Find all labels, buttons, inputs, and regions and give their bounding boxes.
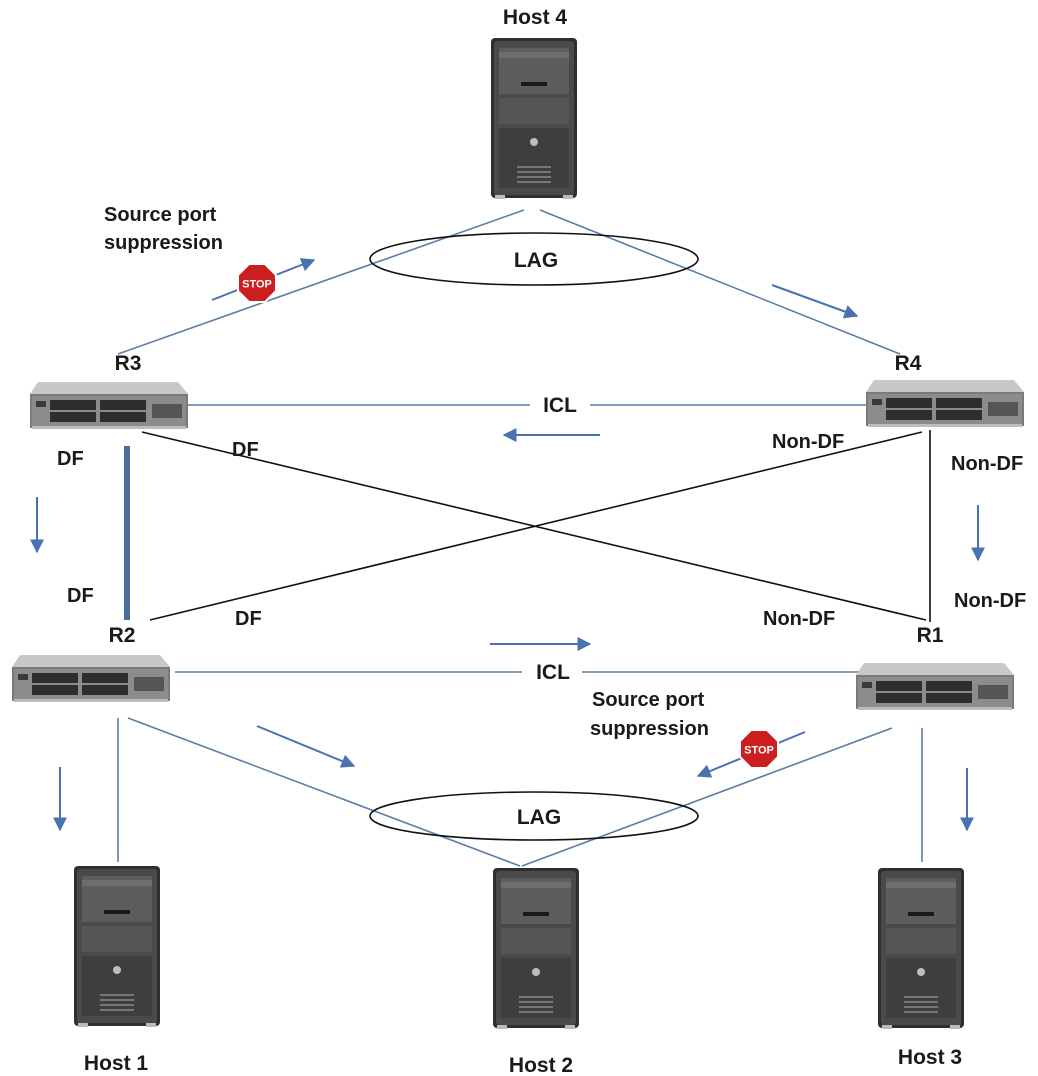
link-r2-host2: [127, 717, 521, 867]
link-host4-r4: [539, 209, 901, 355]
lag-top-label: LAG: [514, 249, 558, 272]
r3-label: R3: [115, 352, 142, 375]
host3-label: Host 3: [898, 1046, 962, 1069]
arrow-host4-to-r4: [771, 284, 859, 319]
r2-label: R2: [109, 624, 136, 647]
lag-top-ellipse: [369, 232, 699, 286]
svg-text:STOP: STOP: [242, 279, 272, 291]
host4-server-icon: [491, 38, 577, 199]
r2-switch-icon: [12, 655, 170, 702]
role-df-r2-left: DF: [67, 585, 94, 607]
role-nondf-r1-right: Non-DF: [954, 590, 1026, 612]
link-r4-r2: [149, 431, 923, 621]
role-nondf-r1-cross: Non-DF: [763, 608, 835, 630]
lag-bottom-ellipse: [369, 791, 699, 841]
host1-label: Host 1: [84, 1052, 149, 1075]
icl-bottom-label: ICL: [536, 661, 570, 684]
role-nondf-r4-cross: Non-DF: [772, 431, 844, 453]
suppression-bottom-line2: suppression: [590, 718, 709, 740]
role-df-r3-left: DF: [57, 448, 84, 470]
svg-text:STOP: STOP: [744, 745, 774, 757]
suppression-bottom-line1: Source port: [592, 689, 705, 711]
icl-top-label: ICL: [543, 394, 577, 417]
r4-label: R4: [895, 352, 922, 375]
links: [117, 209, 931, 867]
r4-switch-icon: [866, 380, 1024, 427]
lag-bottom-label: LAG: [517, 806, 561, 829]
suppression-top-line1: Source port: [104, 204, 217, 226]
r1-label: R1: [917, 624, 944, 647]
link-r1-host2: [521, 727, 893, 867]
link-host4-r3: [117, 209, 525, 355]
role-nondf-r4-right: Non-DF: [951, 453, 1023, 475]
host2-label: Host 2: [509, 1054, 573, 1076]
host2-server-icon: [493, 868, 579, 1029]
r1-switch-icon: [856, 663, 1014, 710]
role-df-r3-cross: DF: [232, 439, 259, 461]
host1-server-icon: [74, 866, 160, 1027]
role-df-r2-cross: DF: [235, 608, 262, 630]
host4-label: Host 4: [503, 6, 568, 29]
r3-switch-icon: [30, 382, 188, 429]
host3-server-icon: [878, 868, 964, 1029]
stop-sign-icon: STOP: [739, 729, 779, 769]
stop-sign-icon: STOP: [237, 263, 277, 303]
arrow-r2-host2: [256, 725, 356, 768]
flow-arrows: [30, 258, 985, 832]
suppression-top-line2: suppression: [104, 232, 223, 254]
